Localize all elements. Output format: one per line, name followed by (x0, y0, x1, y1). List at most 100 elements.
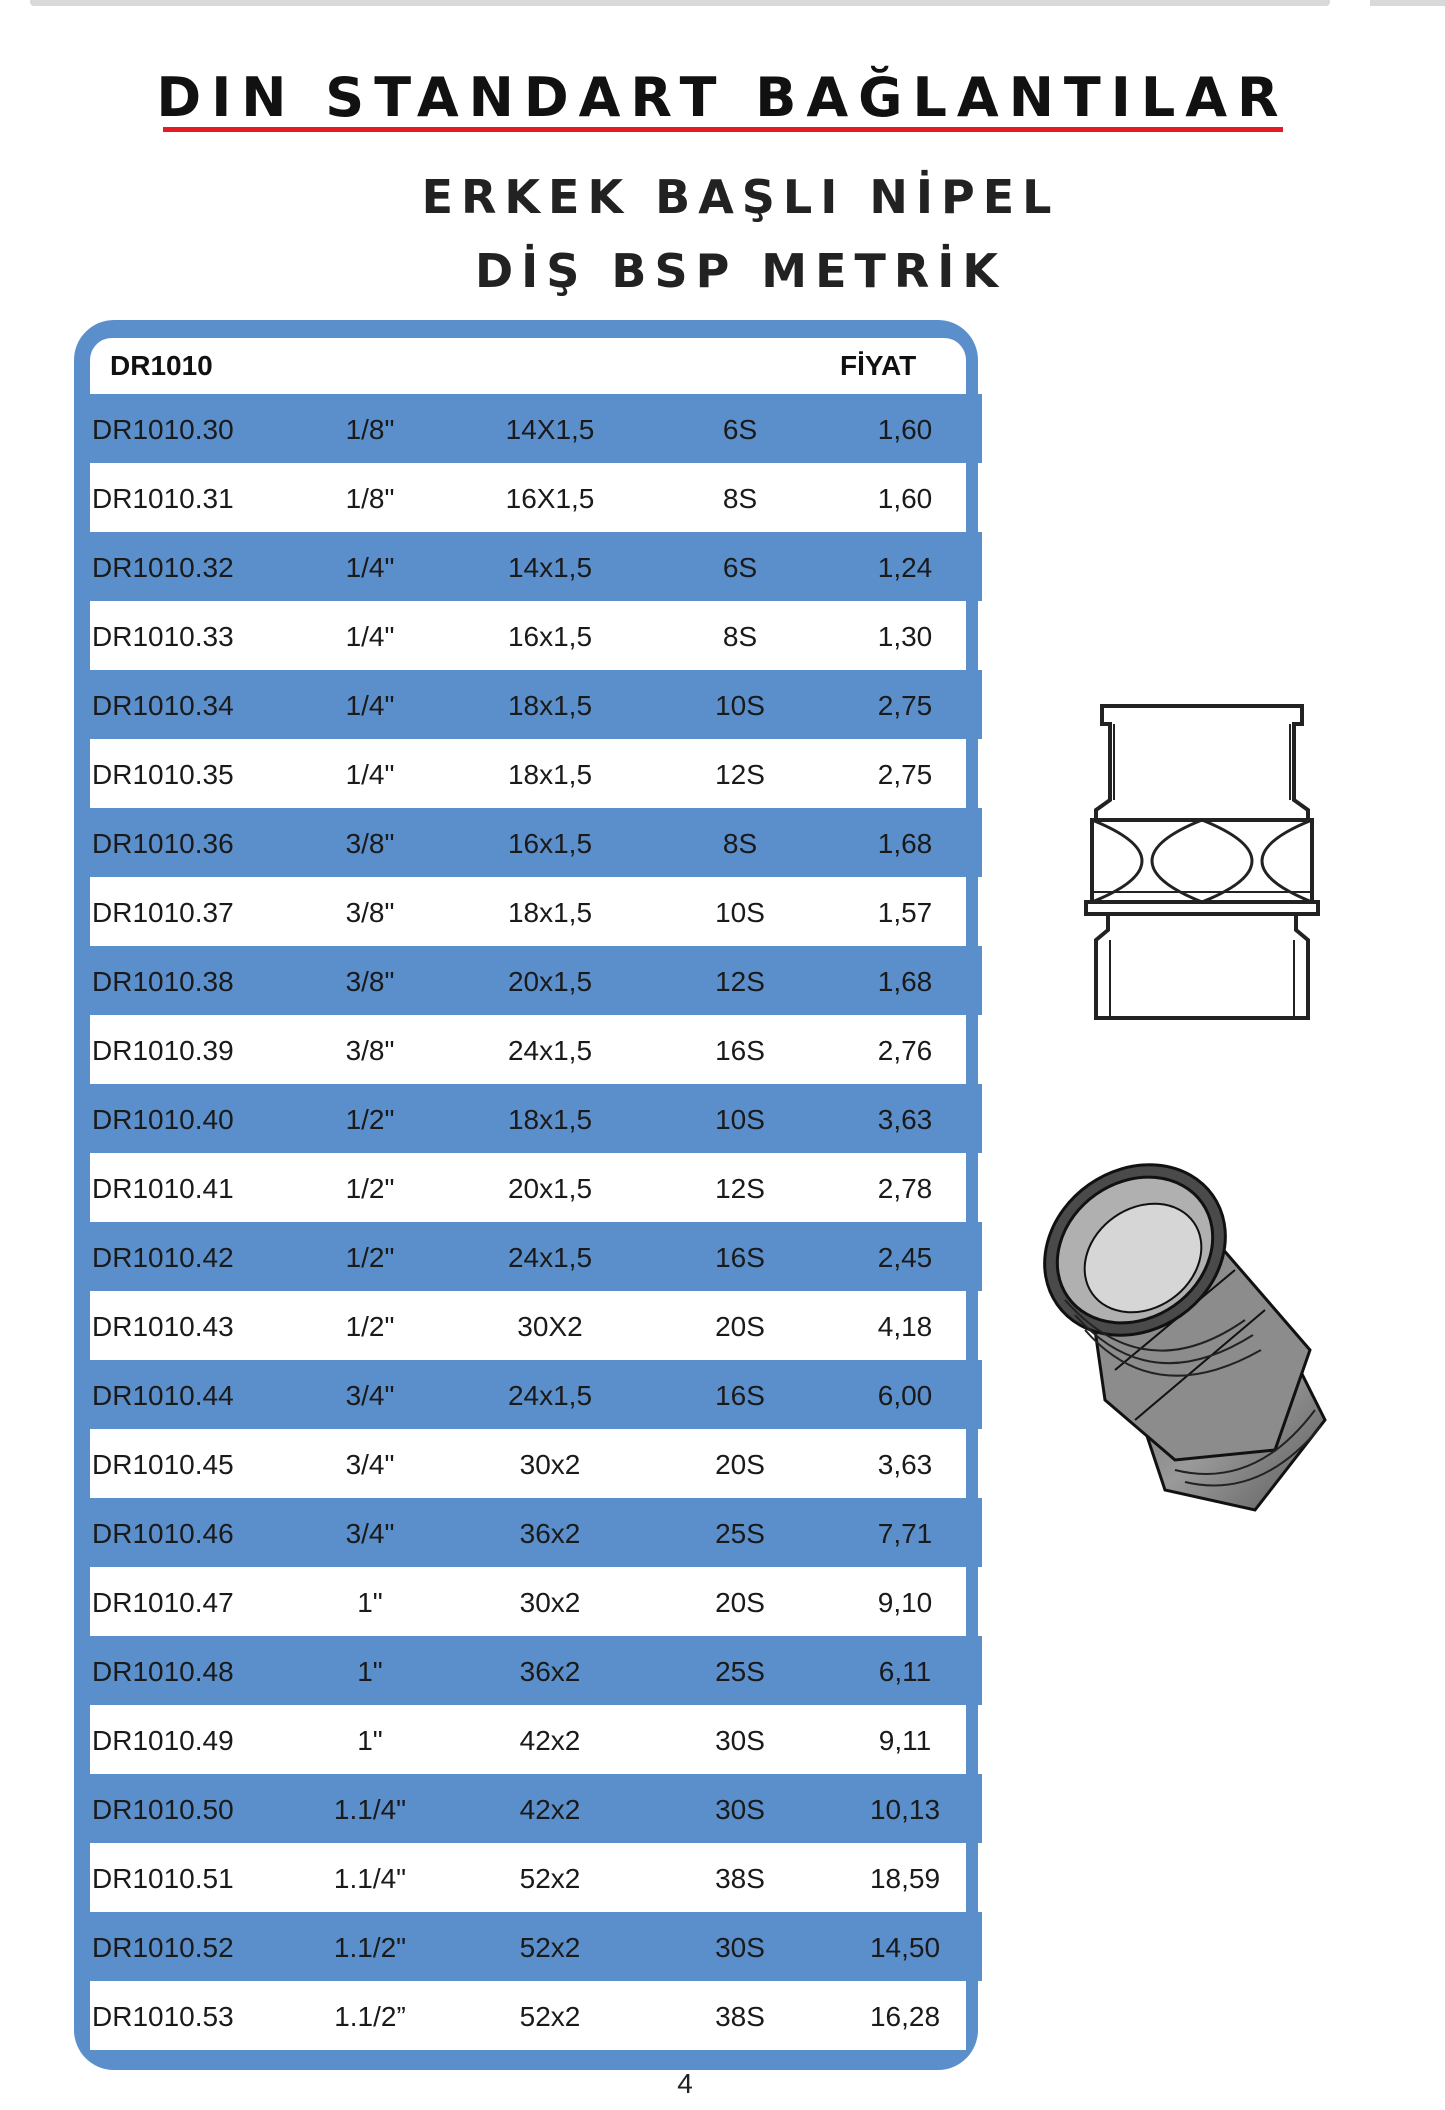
price: 6,11 (878, 1656, 932, 1687)
thread-size: 1/2" (345, 1242, 395, 1273)
part-code: DR1010.35 (92, 759, 234, 790)
metric-thread: 24x1,5 (507, 1242, 593, 1273)
part-code: DR1010.34 (92, 690, 234, 721)
part-code: DR1010.48 (92, 1656, 234, 1687)
thread-size: 1" (357, 1725, 383, 1756)
part-code: DR1010.31 (92, 483, 234, 514)
main-title: DIN STANDART BAĞLANTILAR (156, 66, 1289, 129)
thread-size: 1/4" (345, 552, 395, 583)
part-code: DR1010.33 (92, 621, 234, 652)
series: 20S (715, 1311, 765, 1342)
table-row: DR1010.31 1/8" 16X1,5 8S 1,60 (90, 463, 966, 532)
series: 25S (715, 1518, 765, 1549)
price: 1,60 (877, 483, 933, 514)
part-code: DR1010.43 (92, 1311, 234, 1342)
product-subtitle: DİŞ BSP METRİK (474, 244, 1007, 298)
metric-thread: 36x2 (519, 1518, 581, 1549)
metric-thread: 52x2 (519, 2001, 581, 2032)
series: 8S (722, 483, 758, 514)
part-code: DR1010.39 (92, 1035, 234, 1066)
part-code: DR1010.40 (92, 1104, 234, 1135)
price: 2,75 (877, 759, 933, 790)
table-body: DR1010.30 1/8" 14X1,5 6S 1,60 DR1010.31 1/8" 16… (74, 394, 982, 2050)
series: 10S (715, 897, 765, 928)
table-header: DR1010 FİYAT (90, 338, 966, 394)
metric-thread: 20x1,5 (507, 1173, 593, 1204)
series: 20S (715, 1449, 765, 1480)
metric-thread: 16X1,5 (505, 483, 595, 514)
metric-thread: 14X1,5 (505, 414, 595, 445)
metric-thread: 16x1,5 (507, 828, 593, 859)
product-title: ERKEK BAŞLI NİPEL (421, 170, 1060, 224)
price: 3,63 (877, 1104, 933, 1135)
series: 38S (715, 1863, 765, 1894)
thread-size: 1/4" (345, 759, 395, 790)
series: 25S (715, 1656, 765, 1687)
part-code: DR1010.38 (92, 966, 234, 997)
thread-size: 3/8" (345, 828, 395, 859)
thread-size: 3/4" (345, 1518, 395, 1549)
price: 6,00 (877, 1380, 933, 1411)
series: 6S (722, 414, 758, 445)
series: 16S (715, 1242, 765, 1273)
metric-thread: 24x1,5 (507, 1035, 593, 1066)
metric-thread: 52x2 (519, 1863, 581, 1894)
thread-size: 1/8" (345, 414, 395, 445)
thread-size: 3/8" (345, 1035, 395, 1066)
price: 1,30 (877, 621, 933, 652)
price: 18,59 (869, 1863, 941, 1894)
thread-size: 3/8" (345, 897, 395, 928)
metric-thread: 14x1,5 (507, 552, 593, 583)
part-code: DR1010.32 (92, 552, 234, 583)
series: 8S (722, 621, 758, 652)
price: 1,24 (877, 552, 933, 583)
price: 10,13 (869, 1794, 941, 1825)
part-code: DR1010.36 (92, 828, 234, 859)
part-code: DR1010.51 (92, 1863, 234, 1894)
price: 9,10 (877, 1587, 933, 1618)
part-code: DR1010.47 (92, 1587, 234, 1618)
series: 30S (715, 1932, 765, 1963)
nipple-technical-drawing-icon (1084, 704, 1320, 1020)
part-code: DR1010.49 (92, 1725, 234, 1756)
thread-size: 1.1/2" (333, 1932, 407, 1963)
thread-size: 1/4" (345, 621, 395, 652)
part-code: DR1010.30 (92, 414, 234, 445)
thread-size: 1" (357, 1587, 383, 1618)
metric-thread: 24x1,5 (507, 1380, 593, 1411)
metric-thread: 30X2 (517, 1311, 583, 1342)
metric-thread: 36x2 (519, 1656, 581, 1687)
thread-size: 1/8" (345, 483, 395, 514)
part-code: DR1010.42 (92, 1242, 234, 1273)
price: 14,50 (869, 1932, 941, 1963)
title-underline (163, 127, 1283, 132)
metric-thread: 30x2 (519, 1449, 581, 1480)
thread-size: 3/8" (345, 966, 395, 997)
code-header: DR1010 (110, 350, 213, 381)
part-code: DR1010.53 (92, 2001, 234, 2032)
series: 16S (715, 1035, 765, 1066)
price: 16,28 (869, 2001, 941, 2032)
metric-thread: 18x1,5 (507, 1104, 593, 1135)
price: 2,75 (877, 690, 933, 721)
series: 6S (722, 552, 758, 583)
thread-size: 1.1/2” (334, 2001, 406, 2032)
metric-thread: 20x1,5 (507, 966, 593, 997)
part-code: DR1010.44 (92, 1380, 234, 1411)
part-code: DR1010.50 (92, 1794, 234, 1825)
thread-size: 1/2" (345, 1104, 395, 1135)
series: 38S (715, 2001, 765, 2032)
metric-thread: 18x1,5 (507, 897, 593, 928)
thread-size: 1/2" (345, 1173, 395, 1204)
